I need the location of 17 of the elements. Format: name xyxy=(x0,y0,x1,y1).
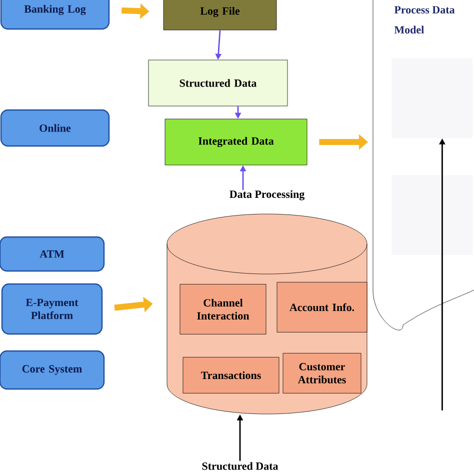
process-box: Log File xyxy=(163,0,277,30)
data-box: Customer Attributes xyxy=(282,353,362,394)
model-panel: Process Data Model xyxy=(372,0,474,330)
input-label: Structured Data xyxy=(202,462,278,470)
data-box: Channel Interaction xyxy=(180,284,266,334)
source-box: Core System xyxy=(0,350,105,390)
process-box: Integrated Data xyxy=(164,118,308,166)
data-box: Transactions xyxy=(182,357,280,394)
empty-box xyxy=(392,175,473,256)
source-box: Online xyxy=(0,109,110,147)
node-label: Data Processing xyxy=(230,190,305,200)
source-box: ATM xyxy=(0,236,105,272)
process-box: Structured Data xyxy=(148,60,288,106)
source-box: E-Payment Platform xyxy=(1,283,103,335)
source-box: Banking Log xyxy=(0,0,110,30)
empty-box xyxy=(392,58,473,138)
data-box: Account Info. xyxy=(276,282,368,332)
